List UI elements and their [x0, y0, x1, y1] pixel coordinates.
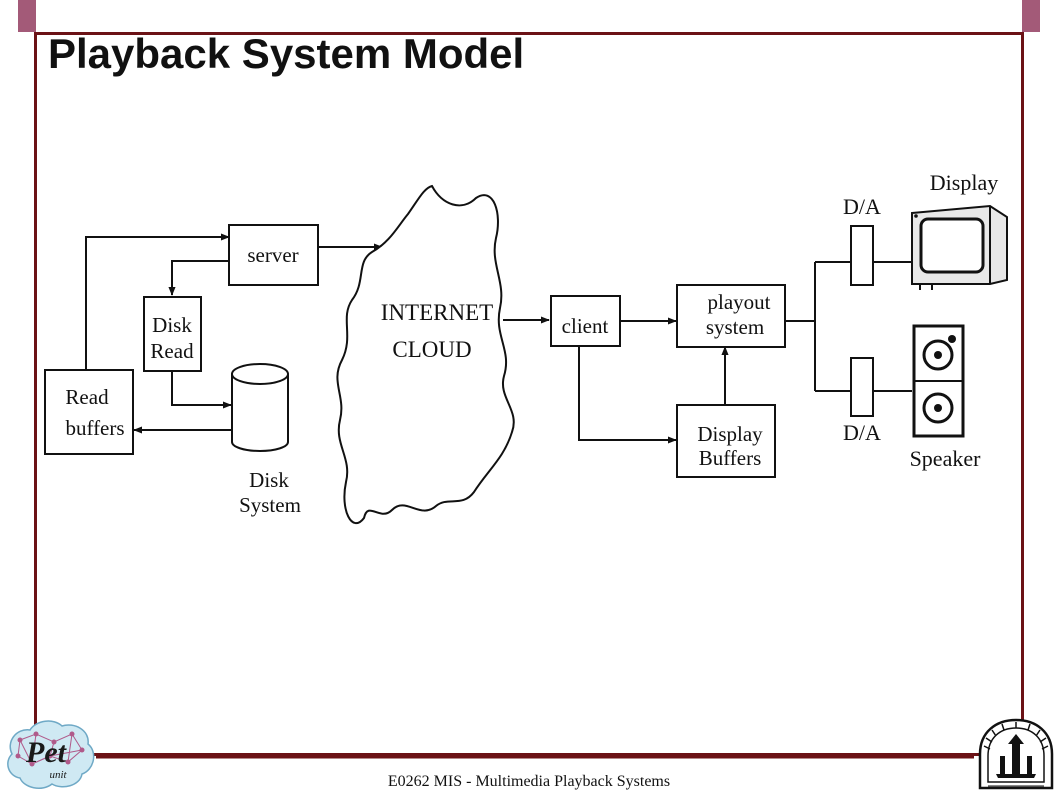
- pet-unit-logo-icon: Pet unit: [7, 720, 95, 790]
- display-monitor-icon: [911, 204, 1008, 290]
- speaker-label: Speaker: [910, 446, 982, 471]
- server-label: server: [247, 243, 298, 267]
- corner-tab-left: [18, 0, 36, 32]
- footer-text: E0262 MIS - Multimedia Playback Systems: [387, 773, 671, 790]
- slide-frame: [34, 32, 1024, 756]
- slide-title: Playback System Model: [48, 30, 525, 77]
- da-top-label: D/A: [843, 194, 881, 219]
- internet-cloud-shape: [336, 184, 515, 525]
- display-buffers-label-2: Buffers: [699, 446, 762, 470]
- speaker-icon: [912, 324, 965, 438]
- arrow-readbuffers-to-server: [85, 233, 230, 370]
- playout-label-2: system: [706, 315, 764, 339]
- svg-text:unit: unit: [49, 769, 67, 781]
- arrow-diskread-to-disksystem: [171, 371, 232, 409]
- display-label: Display: [930, 170, 998, 195]
- disk-read-box: [143, 296, 202, 372]
- da-bottom-box: [850, 357, 874, 417]
- corner-tab-right: [1022, 0, 1040, 32]
- svg-text:Pet: Pet: [25, 736, 68, 769]
- display-buffers-label-1: Display: [697, 422, 763, 446]
- read-buffers-box: [44, 369, 134, 455]
- cloud-label: CLOUD: [392, 337, 471, 362]
- display-buffers-box: [676, 404, 776, 478]
- arrow-server-to-diskread: [168, 260, 229, 296]
- disk-system-cylinder: [231, 363, 289, 452]
- institute-seal-icon: [978, 718, 1054, 790]
- playout-system-box: [676, 284, 786, 348]
- internet-label: INTERNET: [381, 300, 493, 325]
- disk-read-label-2: Read: [150, 339, 194, 363]
- arrow-client-to-displaybuffers: [578, 346, 677, 444]
- disk-read-label-1: Disk: [152, 313, 192, 337]
- read-buffers-label-1: Read: [65, 385, 109, 409]
- client-label: client: [562, 314, 609, 338]
- line-playout-to-da: [785, 261, 851, 392]
- da-top-box: [850, 225, 874, 286]
- da-bottom-label: D/A: [843, 420, 881, 445]
- playout-label-1: playout: [708, 290, 771, 314]
- disk-system-label-2: System: [239, 493, 301, 517]
- client-box: [550, 295, 621, 347]
- server-box: [228, 224, 319, 286]
- disk-system-label-1: Disk: [249, 468, 289, 492]
- read-buffers-label-2: buffers: [65, 416, 124, 440]
